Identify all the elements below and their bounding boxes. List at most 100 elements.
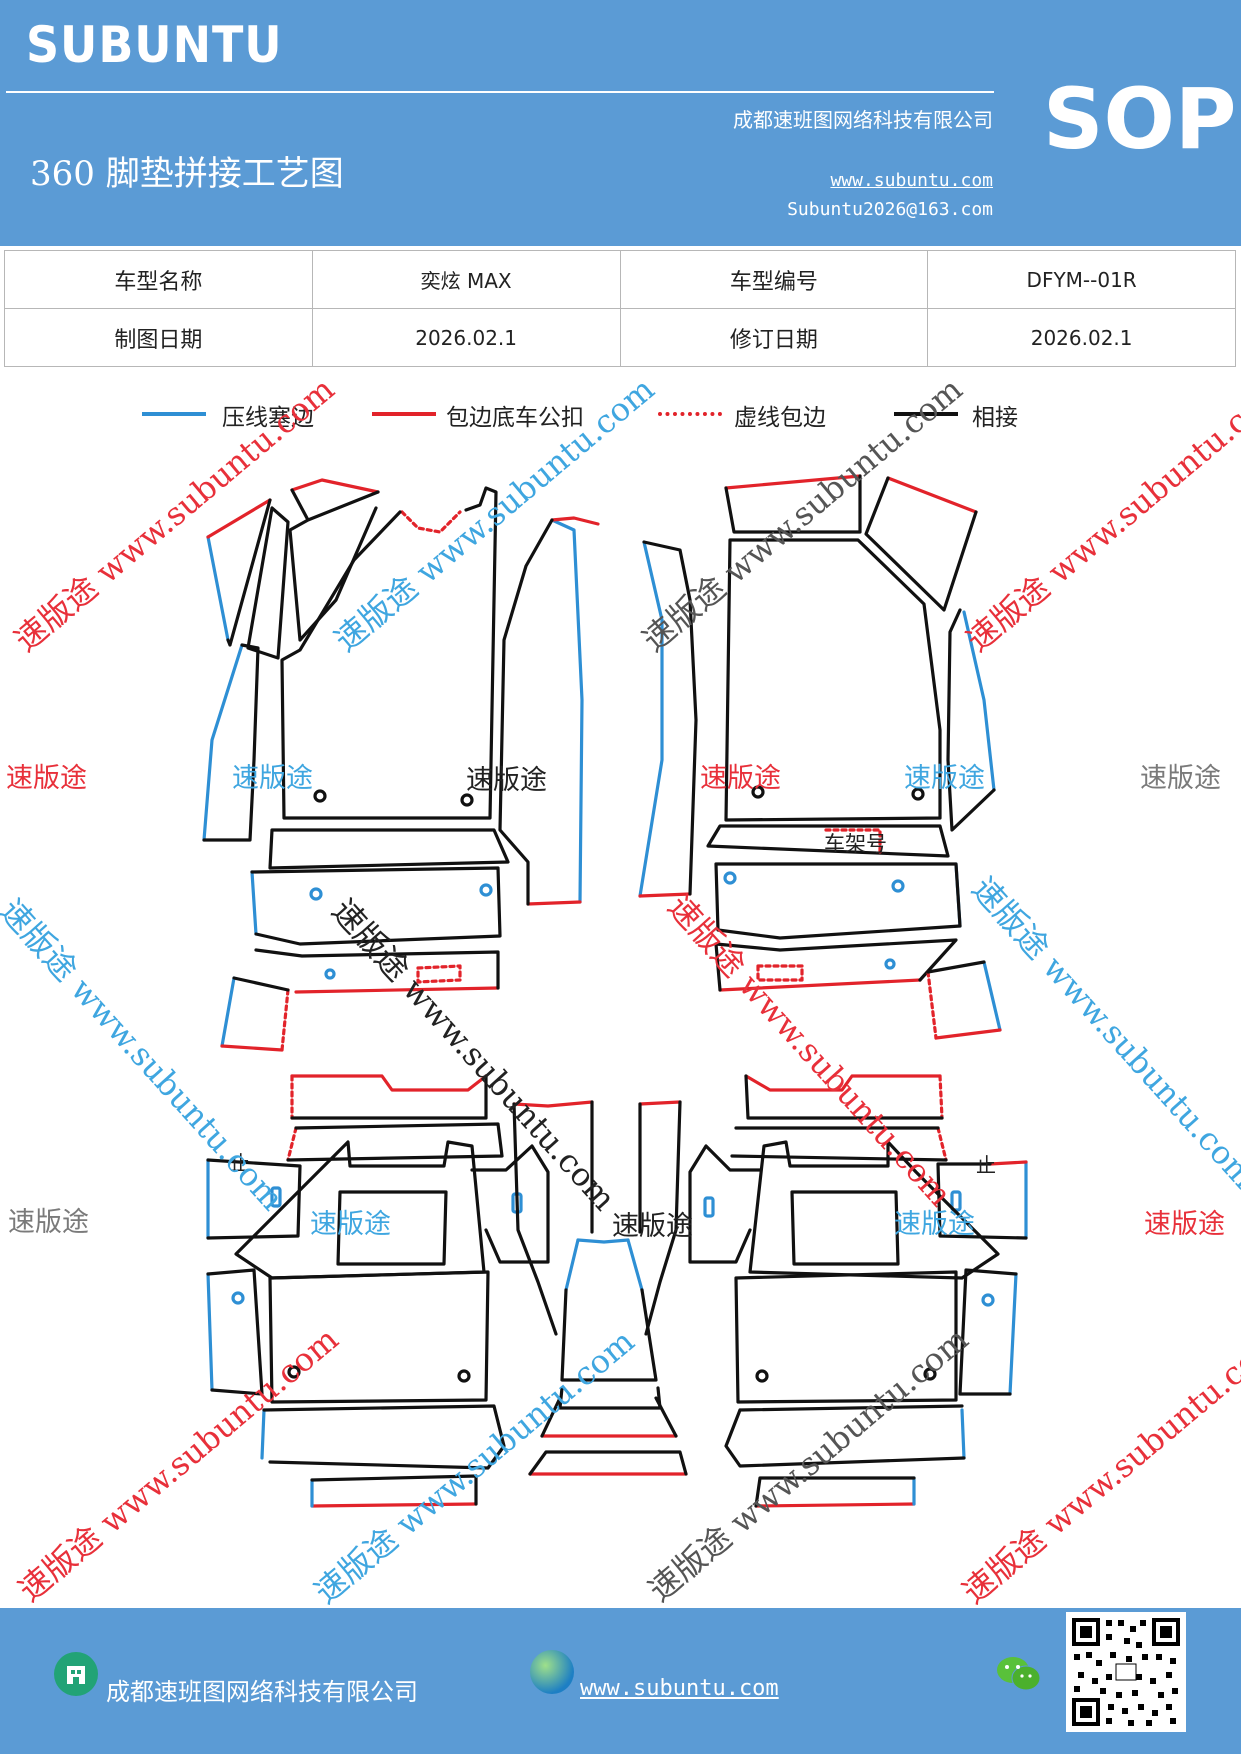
header-website-link[interactable]: www.subuntu.com — [830, 170, 993, 191]
watermark-text: 速版途 — [232, 763, 313, 794]
fl-hole-2 — [460, 793, 474, 807]
rr-lower-pad — [724, 1404, 966, 1468]
info-table: 车型名称 奕炫 MAX 车型编号 DFYM--01R 制图日期 2026.02.… — [4, 250, 1236, 367]
fr-tunnel-hole — [884, 958, 896, 970]
fr-door-strip — [642, 540, 698, 896]
legend-blue-label: 压线塞边 — [222, 405, 314, 431]
legend-red-label: 包边底车公扣 — [446, 405, 584, 431]
rl-left-strip — [206, 1268, 264, 1396]
rl-top-strip — [290, 1074, 488, 1120]
brand-logo: SUBUNTU — [26, 16, 283, 74]
fl-door-strip-blue — [550, 518, 584, 904]
rl-left-hole — [231, 1291, 245, 1305]
fl-lower-hole-1 — [309, 887, 323, 901]
fl-tunnel-strip — [254, 948, 500, 990]
rl-left-strip-blue — [206, 1272, 214, 1392]
watermark-text: 速版途 — [310, 1209, 391, 1240]
stop-label-left: 止 — [230, 1151, 250, 1175]
fr-tunnel-red — [718, 978, 922, 992]
legend-black-line — [894, 412, 958, 416]
sop-badge: SOP — [1043, 70, 1237, 168]
rr-hump — [638, 1100, 682, 1336]
fr-top-rect — [724, 474, 862, 534]
watermark-text: 速版途 — [612, 1211, 693, 1242]
legend-dotted: 虚线包边 — [658, 398, 858, 438]
fl-small-wedge-dotted — [280, 988, 290, 1052]
legend-black-label: 相接 — [972, 405, 1018, 431]
fl-main-pad — [280, 486, 498, 820]
stop-label-right: 止 — [976, 1153, 996, 1177]
fl-small-wedge — [232, 976, 290, 992]
qr-code[interactable] — [1066, 1612, 1186, 1732]
watermark-text: 速版途 — [8, 1207, 89, 1238]
footer-company: 成都速班图网络科技有限公司 — [106, 1678, 418, 1706]
legend-blue-line — [142, 412, 206, 416]
wechat-icon[interactable] — [996, 1654, 1042, 1694]
fr-top-rect-red — [724, 474, 862, 490]
globe-icon — [530, 1650, 574, 1694]
rr-right-hole — [981, 1293, 995, 1307]
fr-side-strip — [946, 608, 996, 832]
model-name-label: 车型名称 — [4, 250, 313, 309]
rr-strip-2 — [730, 1126, 948, 1162]
fl-heel-bar — [268, 828, 510, 870]
fr-side-strip-blue — [962, 610, 996, 792]
center-hump — [560, 1288, 658, 1382]
rl-side-piece — [470, 1144, 550, 1264]
rl-hump-blue — [512, 1100, 594, 1108]
fl-lower-pad — [250, 866, 502, 946]
fl-lower-hole-2 — [479, 883, 493, 897]
fr-door-strip-blue — [638, 540, 664, 898]
fr-top-right — [864, 476, 978, 612]
rr-door — [936, 1162, 1028, 1240]
rl-hump — [512, 1100, 594, 1336]
rr-main-pad — [734, 1270, 958, 1404]
header-email[interactable]: Subuntu2026@163.com — [787, 199, 993, 220]
rr-seat-inner — [790, 1190, 900, 1266]
revise-date-value: 2026.02.1 — [927, 308, 1236, 367]
legend-blue: 压线塞边 — [142, 398, 342, 438]
fl-small-wedge-blue — [220, 976, 236, 1048]
center-trap-2 — [528, 1450, 688, 1476]
rl-lower-pad — [262, 1404, 506, 1470]
rr-side-slot — [703, 1196, 715, 1218]
watermark-text: 速版途 — [700, 763, 781, 794]
watermark-text: 速版途 — [1144, 1209, 1225, 1240]
fr-small-wedge — [926, 960, 986, 974]
fl-tunnel-strip-red — [294, 986, 500, 994]
fl-door-strip — [498, 518, 554, 906]
building-icon — [54, 1652, 98, 1696]
fr-main-pad — [724, 538, 942, 822]
fr-lower-hole-2 — [891, 879, 905, 893]
fr-heel-bar — [706, 824, 950, 858]
fr-hole-2 — [911, 787, 925, 801]
header-divider — [6, 91, 994, 93]
rr-side-piece — [688, 1144, 762, 1264]
rr-right-strip-blue — [1008, 1272, 1018, 1396]
table-row: 制图日期 2026.02.1 修订日期 2026.02.1 — [4, 308, 1236, 367]
fl-tunnel-dotted — [416, 964, 462, 984]
legend-red-line — [372, 412, 436, 416]
center-top-blue — [576, 1238, 630, 1244]
rl-main-hole-2 — [457, 1369, 471, 1383]
model-code-value: DFYM--01R — [927, 250, 1236, 309]
model-name-value: 奕炫 MAX — [311, 250, 621, 309]
rl-strip-2-dotted — [286, 1126, 298, 1162]
legend-red: 包边底车公扣 — [372, 398, 612, 438]
page-title: 360 脚垫拼接工艺图 — [30, 154, 344, 194]
fl-lower-pad-blue — [250, 870, 258, 936]
model-code-label: 车型编号 — [619, 250, 929, 309]
watermark-text: 速版途 — [6, 763, 87, 794]
rl-door-slot — [270, 1186, 282, 1208]
center-hump-blue — [564, 1238, 644, 1292]
rr-hump-red — [638, 1100, 682, 1106]
fl-dotted-corner — [400, 510, 462, 534]
rl-main-pad — [268, 1270, 490, 1404]
rr-top-strip — [744, 1074, 944, 1120]
rr-top-strip-dotted — [938, 1074, 944, 1120]
frame-number-label: 车架号 — [824, 832, 887, 856]
footer-website-link[interactable]: www.subuntu.com — [580, 1676, 779, 1701]
rl-top-strip-red — [290, 1074, 488, 1092]
legend-dotted-line — [658, 412, 722, 416]
rl-main-hole-1 — [287, 1365, 301, 1379]
